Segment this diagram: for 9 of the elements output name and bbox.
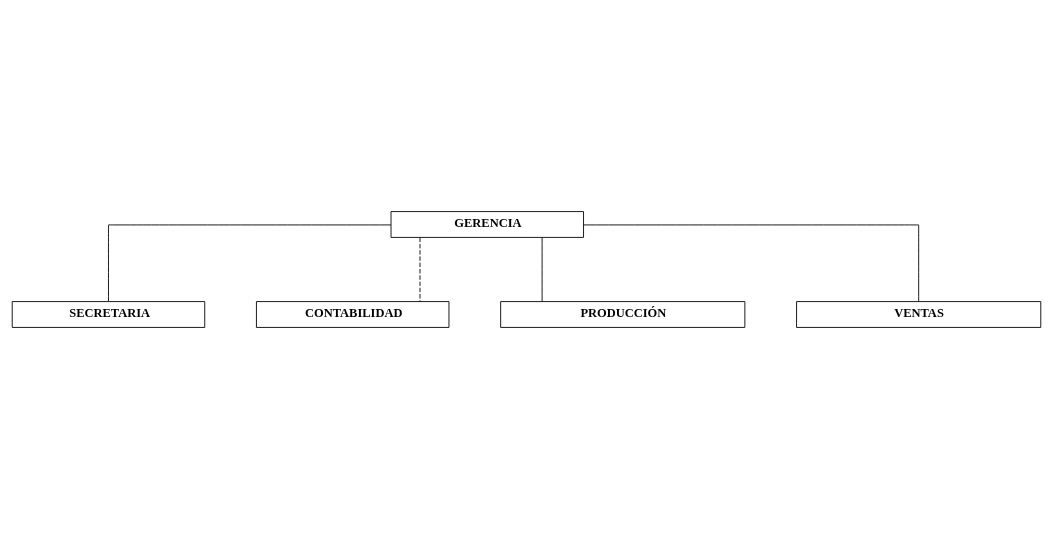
node-box: SECRETARIA [11, 300, 206, 328]
node-box: GERENCIA [390, 210, 584, 238]
connector [108, 224, 392, 302]
connector [541, 236, 543, 302]
node-box: PRODUCCIÓN [500, 300, 746, 328]
node-box: VENTAS [796, 300, 1042, 328]
connector [583, 224, 920, 302]
node-box: CONTABILIDAD [256, 300, 450, 328]
connector [419, 236, 421, 302]
